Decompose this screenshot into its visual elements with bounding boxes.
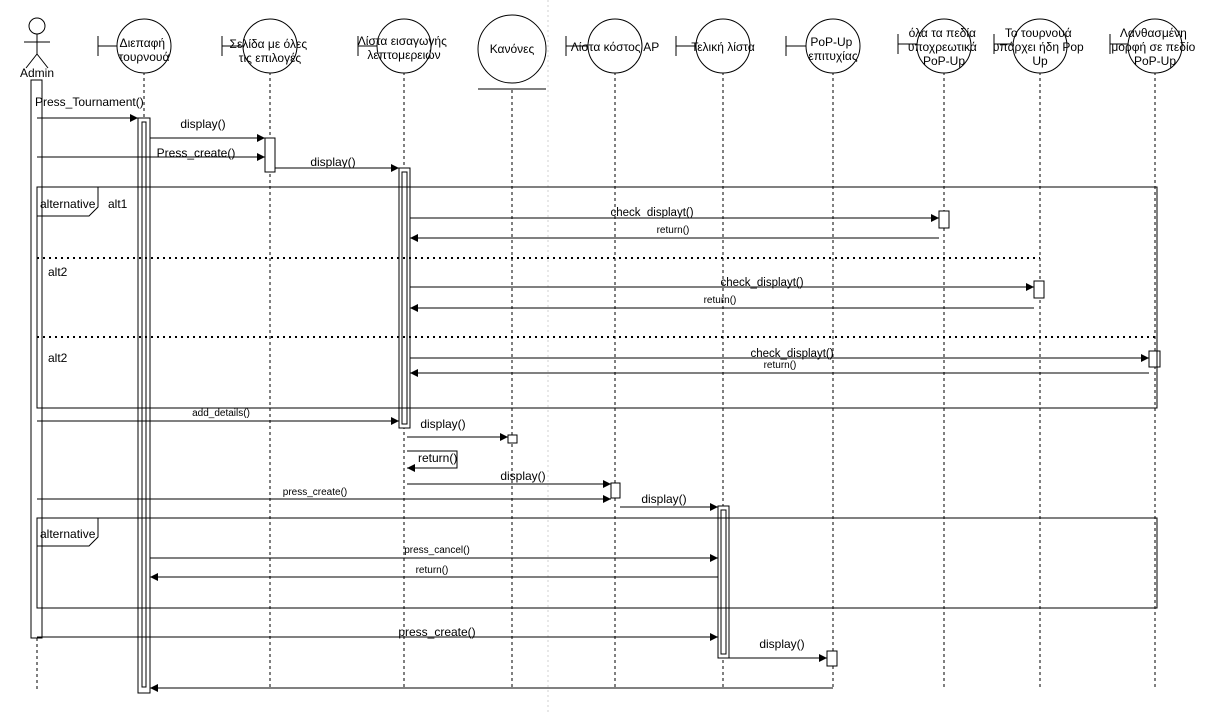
boundary-exists-popup: Το τουρνουά υπάρχει ήδη Pop Up <box>993 18 1087 74</box>
message-label: display() <box>180 117 225 131</box>
fragment-operator-label: alternative <box>40 197 96 211</box>
message-label: display() <box>641 492 686 506</box>
message-label: check_displayt() <box>750 348 833 360</box>
message-arrow <box>407 450 458 472</box>
fragment-frame <box>36 186 1158 409</box>
participant-label: όλα τα πεδία υποχρεωτικά PoP-Up <box>908 26 980 68</box>
alt-fragment-1: alternative alt1 alt2 alt2 <box>36 186 1158 409</box>
message-label: display() <box>310 155 355 169</box>
activation-bar <box>401 171 408 425</box>
activation-bar <box>610 482 621 499</box>
fragment-condition-label: alt2 <box>48 265 68 279</box>
activation-bar <box>720 509 727 655</box>
actor-admin: Admin <box>20 17 54 80</box>
fragment-condition-label: alt2 <box>48 351 68 365</box>
fragment-operator-tab <box>37 186 99 217</box>
message-label: return() <box>418 451 457 465</box>
message-label: return() <box>764 360 797 371</box>
participant-label: Λανθασμένη μορφή σε πεδίο PoP-Up <box>1111 26 1198 68</box>
message-label: display() <box>759 637 804 651</box>
messages: Press_Tournament() display() Press_creat… <box>35 95 1149 692</box>
message-label: return() <box>704 295 737 306</box>
fragment-operator-tab <box>37 517 99 547</box>
fragment-frame <box>36 517 1158 609</box>
participant-label: Διεπαφή τουρνουά <box>119 36 170 64</box>
message-label: display() <box>500 469 545 483</box>
actor-head-icon <box>28 17 46 35</box>
activation-bar <box>507 434 518 444</box>
boundary-ap-cost-list: Λίστα κόστος ΑΡ <box>565 18 660 74</box>
message-label: press_create() <box>398 625 475 639</box>
message-label: Press_Tournament() <box>35 95 144 109</box>
activation-bar <box>141 121 147 688</box>
participant-label: PoP-Up επιτυχίας <box>808 35 858 63</box>
boundary-tournament-interface: Διεπαφή τουρνουά <box>97 18 172 74</box>
alt-fragment-2: alternative <box>36 517 1158 609</box>
participant-label: Σελίδα με όλες τις επιλογές <box>230 37 311 65</box>
boundary-required-fields-popup: όλα τα πεδία υποχρεωτικά PoP-Up <box>897 18 980 74</box>
message-label: Press_create() <box>157 146 236 160</box>
fragment-operator-label: alternative <box>40 527 96 541</box>
message-label: return() <box>657 225 690 236</box>
entity-rules: Κανόνες <box>477 14 547 90</box>
activation-bar <box>938 210 950 229</box>
boundary-wrong-format-popup: Λανθασμένη μορφή σε πεδίο PoP-Up <box>1109 18 1198 74</box>
activation-bar <box>826 650 838 667</box>
message-label: press_create() <box>283 487 347 498</box>
participant-label: Κανόνες <box>490 42 535 56</box>
boundary-details-list: Λίστα εισαγωγής λεπτομερειών <box>357 18 450 74</box>
activation-bars <box>30 79 1161 694</box>
boundary-options-page: Σελίδα με όλες τις επιλογές <box>221 18 311 74</box>
boundary-success-popup: PoP-Up επιτυχίας <box>785 18 861 74</box>
activation-bar <box>1148 350 1161 368</box>
message-label: return() <box>416 565 449 576</box>
participant-label: Λίστα εισαγωγής λεπτομερειών <box>358 34 450 62</box>
participant-label: Λίστα κόστος ΑΡ <box>571 40 660 54</box>
message-label: display() <box>420 417 465 431</box>
participant-label: Το τουρνουά υπάρχει ήδη Pop Up <box>993 26 1087 68</box>
message-label: check_displayt() <box>610 207 693 219</box>
message-label: add_details() <box>192 408 250 419</box>
activation-bar <box>1033 280 1045 299</box>
boundary-final-list: Τελική λίστα <box>675 18 755 74</box>
fragment-condition-label: alt1 <box>108 197 128 211</box>
participant-label: Τελική λίστα <box>691 40 755 54</box>
message-label: check_displayt() <box>720 277 803 289</box>
message-label: press_cancel() <box>404 545 470 556</box>
activation-bar <box>264 137 276 173</box>
actor-admin-label: Admin <box>20 66 54 80</box>
